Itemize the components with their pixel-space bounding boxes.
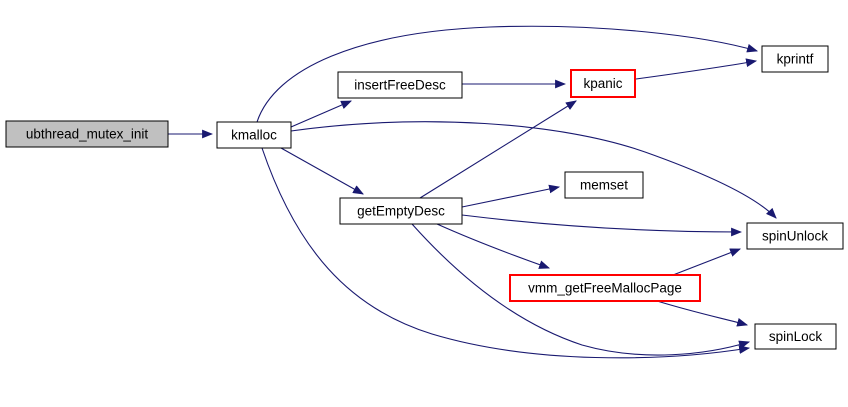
node-box-kpanic[interactable] — [570, 69, 636, 98]
node-spinLock[interactable]: spinLock — [754, 323, 837, 350]
node-label-insertFreeDesc: insertFreeDesc — [354, 78, 446, 93]
edge-kmalloc-kprintf — [256, 25, 759, 123]
node-label-kprintf: kprintf — [777, 52, 814, 67]
node-getEmptyDesc[interactable]: getEmptyDesc — [339, 197, 463, 225]
edges-layer — [168, 25, 777, 359]
node-ubthread_mutex_init: ubthread_mutex_init — [5, 120, 169, 148]
edge-kmalloc-spinLock — [261, 147, 751, 359]
node-box-getEmptyDesc[interactable] — [339, 197, 463, 225]
node-label-memset: memset — [580, 178, 628, 193]
node-vmm_getFreeMallocPage[interactable]: vmm_getFreeMallocPage — [509, 274, 701, 302]
edge-getEmptyDesc-vmm_getFreeMallocPage — [436, 223, 551, 269]
node-label-getEmptyDesc: getEmptyDesc — [357, 204, 445, 219]
node-kprintf[interactable]: kprintf — [761, 45, 829, 73]
node-insertFreeDesc[interactable]: insertFreeDesc — [337, 71, 463, 99]
node-box-ubthread_mutex_init — [5, 120, 169, 148]
node-label-kpanic: kpanic — [583, 76, 622, 91]
node-label-vmm_getFreeMallocPage: vmm_getFreeMallocPage — [528, 281, 682, 296]
nodes-layer: ubthread_mutex_init kmalloc insertFreeDesc… — [5, 45, 844, 350]
node-box-kmalloc[interactable] — [216, 121, 292, 149]
edge-getEmptyDesc-spinUnlock — [461, 214, 743, 237]
edge-kmalloc-getEmptyDesc — [280, 147, 364, 195]
node-box-vmm_getFreeMallocPage[interactable] — [509, 274, 701, 302]
node-box-insertFreeDesc[interactable] — [337, 71, 463, 99]
node-spinUnlock[interactable]: spinUnlock — [746, 222, 844, 250]
node-box-kprintf[interactable] — [761, 45, 829, 73]
edge-kmalloc-insertFreeDesc — [290, 100, 353, 128]
edge-kpanic-kprintf — [635, 58, 758, 80]
node-label-spinLock: spinLock — [769, 329, 823, 344]
edge-vmm_getFreeMallocPage-spinUnlock — [672, 248, 742, 276]
node-kmalloc[interactable]: kmalloc — [216, 121, 292, 149]
node-box-spinLock[interactable] — [754, 323, 837, 350]
node-label-ubthread_mutex_init: ubthread_mutex_init — [26, 127, 149, 142]
node-box-spinUnlock[interactable] — [746, 222, 844, 250]
edge-getEmptyDesc-kpanic — [419, 100, 577, 199]
edge-getEmptyDesc-memset — [461, 184, 561, 208]
node-kpanic[interactable]: kpanic — [570, 69, 636, 98]
node-label-spinUnlock: spinUnlock — [762, 229, 828, 244]
edge-kmalloc-spinUnlock — [290, 121, 777, 219]
node-memset[interactable]: memset — [564, 171, 644, 199]
edge-vmm_getFreeMallocPage-spinLock — [656, 300, 749, 327]
node-box-memset[interactable] — [564, 171, 644, 199]
edge-getEmptyDesc-spinLock — [411, 223, 751, 356]
node-label-kmalloc: kmalloc — [231, 128, 277, 143]
